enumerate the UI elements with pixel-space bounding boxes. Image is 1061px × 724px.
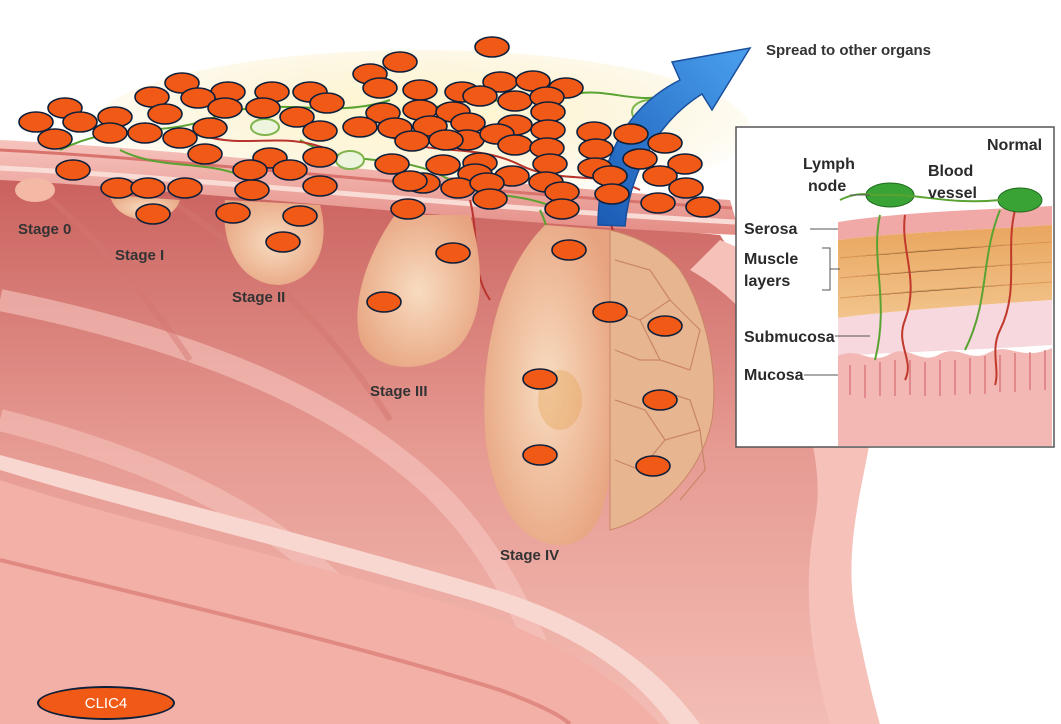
- stage-label-0: Stage 0: [18, 221, 71, 238]
- clic4-marker: [403, 80, 437, 100]
- inset-muscle-label-2: layers: [744, 273, 790, 290]
- clic4-marker: [595, 184, 629, 204]
- inset-muscle-label-1: Muscle: [744, 251, 798, 268]
- clic4-marker: [283, 206, 317, 226]
- clic4-marker: [393, 171, 427, 191]
- stage-label-4: Stage IV: [500, 547, 559, 564]
- clic4-marker: [208, 98, 242, 118]
- clic4-marker: [216, 203, 250, 223]
- clic4-marker: [636, 456, 670, 476]
- clic4-marker: [426, 155, 460, 175]
- clic4-marker: [429, 130, 463, 150]
- stage-label-1: Stage I: [115, 247, 164, 264]
- clic4-marker: [383, 52, 417, 72]
- clic4-marker: [266, 232, 300, 252]
- legend-label: CLIC4: [37, 686, 175, 720]
- inset-lymph-label-2: node: [808, 178, 846, 195]
- clic4-marker: [193, 118, 227, 138]
- inset-lymph-label-1: Lymph: [803, 156, 855, 173]
- clic4-marker: [246, 98, 280, 118]
- clic4-marker: [614, 124, 648, 144]
- clic4-marker: [391, 199, 425, 219]
- clic4-marker: [101, 178, 135, 198]
- clic4-marker: [131, 178, 165, 198]
- clic4-marker: [303, 121, 337, 141]
- clic4-marker: [367, 292, 401, 312]
- clic4-marker: [623, 149, 657, 169]
- clic4-marker: [552, 240, 586, 260]
- clic4-marker: [235, 180, 269, 200]
- clic4-marker: [473, 189, 507, 209]
- clic4-marker: [531, 120, 565, 140]
- clic4-marker: [498, 135, 532, 155]
- spread-label: Spread to other organs: [766, 42, 931, 59]
- clic4-marker: [498, 91, 532, 111]
- clic4-marker: [148, 104, 182, 124]
- clic4-marker: [38, 129, 72, 149]
- clic4-marker: [310, 93, 344, 113]
- clic4-marker: [56, 160, 90, 180]
- tumor-stage-0: [15, 178, 55, 202]
- stage-label-3: Stage III: [370, 383, 428, 400]
- inset-blood-label-2: vessel: [928, 185, 977, 202]
- legend-clic4: CLIC4: [37, 686, 175, 720]
- clic4-marker: [233, 160, 267, 180]
- clic4-marker: [93, 123, 127, 143]
- clic4-marker: [531, 102, 565, 122]
- clic4-marker: [188, 144, 222, 164]
- clic4-marker: [343, 117, 377, 137]
- normal-wall-inset: Normal Lymph node Blood vessel Serosa: [736, 127, 1054, 447]
- clic4-marker: [523, 445, 557, 465]
- clic4-marker: [303, 147, 337, 167]
- clic4-marker: [168, 178, 202, 198]
- clic4-marker: [648, 133, 682, 153]
- clic4-marker: [669, 178, 703, 198]
- inset-submucosa-label: Submucosa: [744, 329, 835, 346]
- clic4-marker: [475, 37, 509, 57]
- clic4-marker: [523, 369, 557, 389]
- clic4-marker: [593, 302, 627, 322]
- inset-serosa-label: Serosa: [744, 221, 797, 238]
- clic4-marker: [63, 112, 97, 132]
- stage-label-2: Stage II: [232, 289, 285, 306]
- clic4-marker: [593, 166, 627, 186]
- inset-title: Normal: [987, 137, 1042, 154]
- clic4-marker: [19, 112, 53, 132]
- inset-blood-label-1: Blood: [928, 163, 973, 180]
- inset-mucosa-label: Mucosa: [744, 367, 804, 384]
- clic4-marker: [686, 197, 720, 217]
- clic4-marker: [643, 390, 677, 410]
- clic4-marker: [163, 128, 197, 148]
- clic4-marker: [641, 193, 675, 213]
- clic4-marker: [273, 160, 307, 180]
- clic4-marker: [136, 204, 170, 224]
- clic4-marker: [395, 131, 429, 151]
- clic4-marker: [463, 86, 497, 106]
- clic4-marker: [363, 78, 397, 98]
- clic4-marker: [128, 123, 162, 143]
- clic4-marker: [436, 243, 470, 263]
- clic4-marker: [545, 199, 579, 219]
- clic4-marker: [648, 316, 682, 336]
- clic4-marker: [579, 139, 613, 159]
- clic4-marker: [533, 154, 567, 174]
- clic4-marker: [303, 176, 337, 196]
